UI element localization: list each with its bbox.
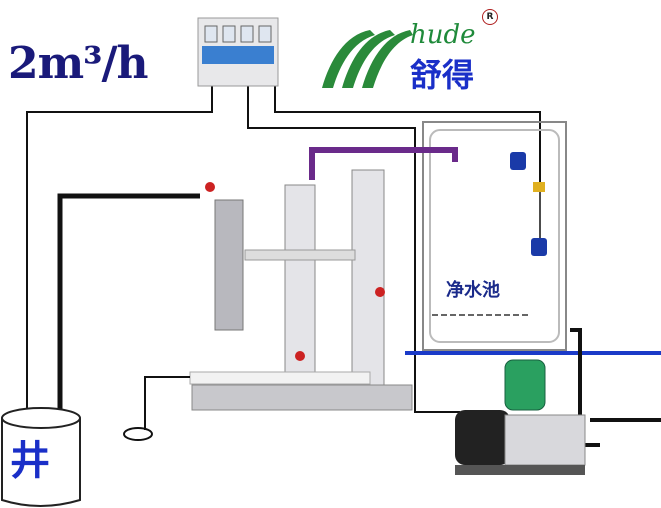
inlet-pipe	[57, 193, 200, 430]
well	[1, 407, 81, 507]
purple-pipe	[309, 147, 458, 180]
outlet-pipes	[570, 328, 661, 447]
brand-logo-icon	[322, 30, 413, 88]
filtration-equipment	[189, 169, 413, 411]
pump	[455, 359, 586, 475]
electric-wires	[26, 85, 541, 413]
clean-water-tank	[422, 121, 567, 351]
registered-mark-icon: R	[482, 9, 498, 25]
brand-name-en: hude	[410, 20, 476, 50]
well-label: 井	[10, 438, 50, 484]
brand-name-cn: 舒得	[410, 56, 475, 94]
drain-icon	[123, 376, 190, 441]
circuit-breaker	[197, 17, 279, 87]
clean-water-tank-label: 净水池	[446, 280, 500, 301]
flow-rate-title: 2m³/h	[8, 38, 149, 89]
float-switch-icon	[510, 152, 547, 256]
